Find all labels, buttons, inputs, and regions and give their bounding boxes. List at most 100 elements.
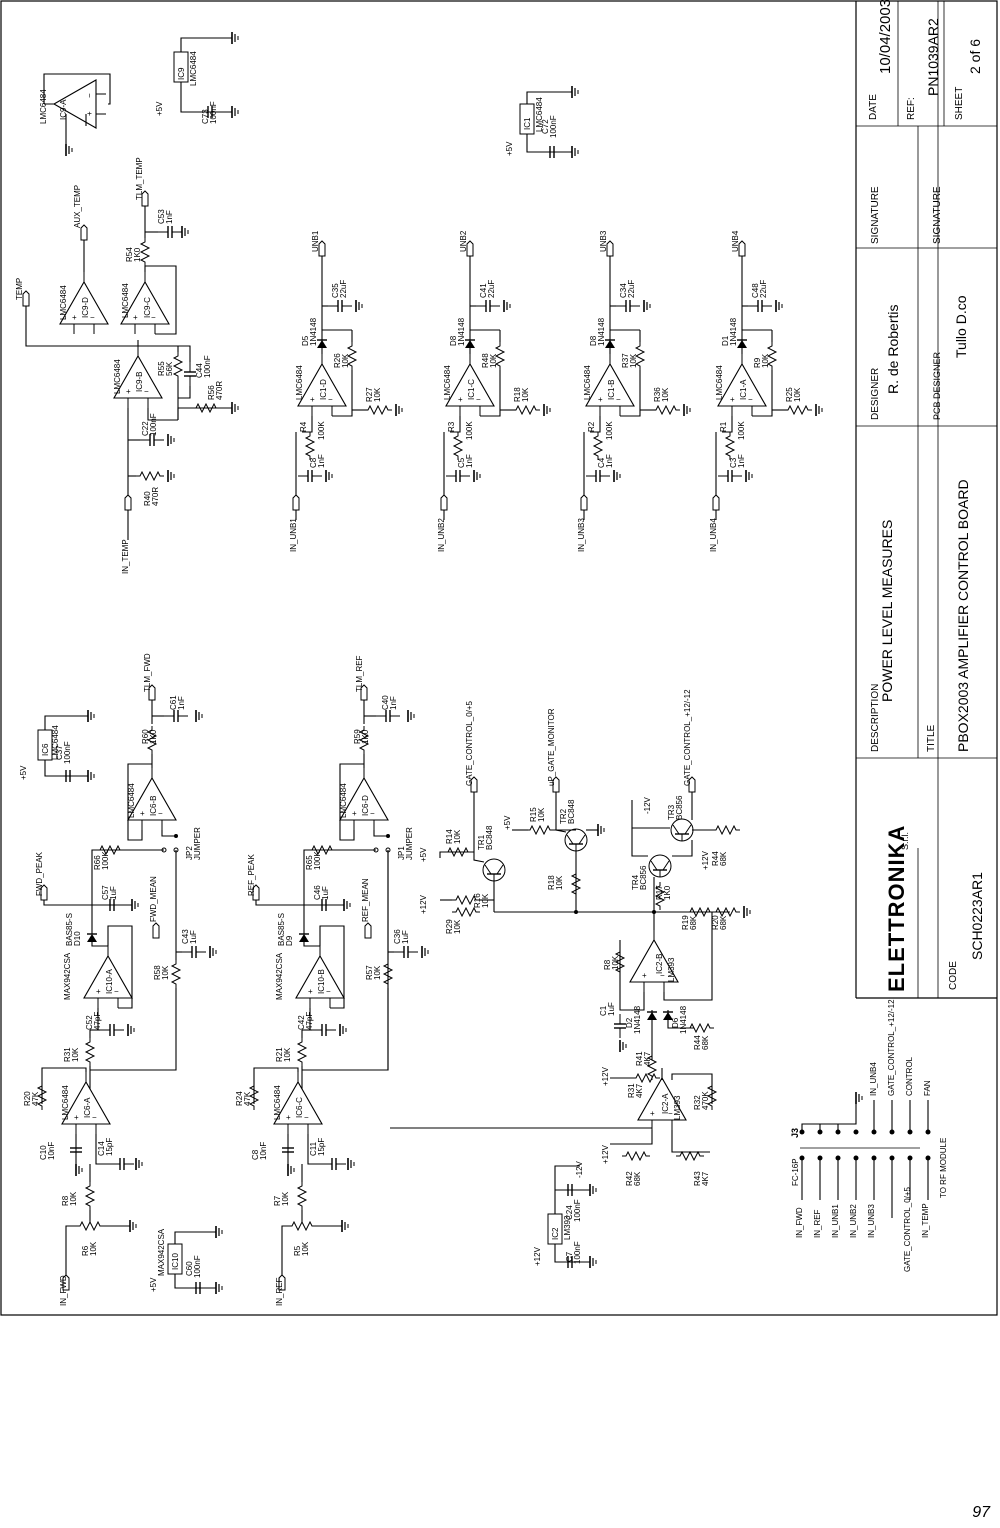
- svg-text:R60: R60: [141, 729, 150, 744]
- pin-in-unb1: IN_UNB1: [831, 1204, 840, 1238]
- svg-text:C60: C60: [185, 1261, 194, 1276]
- svg-text:+5V: +5V: [419, 847, 428, 862]
- svg-text:10K: 10K: [521, 387, 530, 402]
- svg-text:10K: 10K: [373, 387, 382, 402]
- svg-text:LMC6484: LMC6484: [51, 725, 60, 760]
- pin-in-unb3: IN_UNB3: [867, 1204, 876, 1238]
- svg-text:IC1: IC1: [523, 117, 532, 130]
- svg-text:D2: D2: [625, 1017, 634, 1028]
- svg-text:C8: C8: [309, 457, 318, 468]
- svg-text:1nF: 1nF: [317, 454, 326, 468]
- unb-channel-3: UNB3 LMC6484 IC1-B D8 1N4148 C34 22uF R3…: [577, 230, 691, 552]
- net-unb1: UNB1: [311, 230, 320, 252]
- svg-text:1N4148: 1N4148: [309, 317, 318, 346]
- svg-text:C57: C57: [101, 885, 110, 900]
- unb-channel-2: UNB2 LMC6484 IC1-C D8 1N4148 C41 22uF R4…: [437, 230, 551, 552]
- svg-text:C5: C5: [457, 457, 466, 468]
- drawing-frame: [0, 0, 998, 1316]
- net-temp: TEMP: [15, 278, 24, 300]
- svg-text:LMC6484: LMC6484: [273, 1085, 282, 1120]
- svg-text:10K: 10K: [537, 807, 546, 822]
- svg-text:10K: 10K: [555, 875, 564, 890]
- svg-text:100nF: 100nF: [209, 101, 218, 124]
- svg-text:1uF: 1uF: [401, 930, 410, 944]
- svg-text:JP2: JP2: [185, 846, 194, 860]
- svg-text:+5V: +5V: [155, 101, 164, 116]
- svg-text:+5V: +5V: [505, 141, 514, 156]
- page-number: 97: [972, 1504, 990, 1521]
- svg-text:C40: C40: [381, 695, 390, 710]
- svg-text:R58: R58: [153, 965, 162, 980]
- net-unb2: UNB2: [459, 230, 468, 252]
- svg-text:IC10-A: IC10-A: [105, 968, 114, 994]
- svg-text:R44: R44: [711, 851, 720, 866]
- svg-text:100nF: 100nF: [149, 413, 158, 436]
- svg-text:+12V: +12V: [601, 1066, 610, 1086]
- svg-text:100K: 100K: [605, 421, 614, 440]
- svg-text:C34: C34: [619, 283, 628, 298]
- net-in-temp: IN_TEMP: [121, 539, 130, 574]
- connector-j3: J3 FC-16P IN_FWD IN_REF IN_UNB1: [790, 999, 948, 1272]
- svg-text:1nF: 1nF: [177, 696, 186, 710]
- svg-text:1N4148: 1N4148: [457, 317, 466, 346]
- svg-text:+5V: +5V: [149, 1277, 158, 1292]
- svg-text:IC9-C: IC9-C: [143, 297, 152, 318]
- svg-text:R48: R48: [481, 353, 490, 368]
- svg-text:TR4: TR4: [631, 874, 640, 890]
- pin-in-ref: IN_REF: [813, 1209, 822, 1238]
- svg-text:C7: C7: [565, 1251, 574, 1262]
- svg-text:IC9-D: IC9-D: [81, 297, 90, 318]
- svg-text:10K: 10K: [489, 353, 498, 368]
- svg-text:LMC6484: LMC6484: [295, 365, 304, 400]
- svg-text:100nF: 100nF: [573, 1199, 582, 1222]
- svg-text:470K: 470K: [701, 1091, 710, 1110]
- svg-text:4K7: 4K7: [701, 1171, 710, 1186]
- svg-text:BC848: BC848: [567, 799, 576, 824]
- svg-text:100K: 100K: [317, 421, 326, 440]
- net-in-unb2: IN_UNB2: [437, 518, 446, 552]
- connector-type: FC-16P: [791, 1158, 800, 1186]
- net-ref-peak: REF_PEAK: [247, 854, 256, 896]
- unb-channel-1: UNB1 LMC6484 IC1-D D5 1N4148 C35 22uF R2…: [289, 230, 403, 552]
- svg-text:JUMPER: JUMPER: [405, 827, 414, 860]
- svg-text:IC1-B: IC1-B: [607, 380, 616, 400]
- svg-text:R37: R37: [621, 353, 630, 368]
- svg-text:BAS85-S: BAS85-S: [277, 913, 286, 946]
- svg-text:C22: C22: [141, 421, 150, 436]
- svg-text:R7: R7: [273, 1195, 282, 1206]
- svg-text:C73: C73: [201, 109, 210, 124]
- svg-text:10nF: 10nF: [47, 1142, 56, 1160]
- svg-text:MAX942CSA: MAX942CSA: [275, 952, 284, 1000]
- svg-text:4K7: 4K7: [643, 1051, 652, 1066]
- title-label: TITLE: [926, 724, 937, 752]
- svg-text:BC848: BC848: [485, 825, 494, 850]
- svg-text:-12V: -12V: [643, 796, 652, 814]
- net-up-gate-monitor: uP_GATE_MONITOR: [547, 708, 556, 786]
- svg-text:10K: 10K: [71, 1047, 80, 1062]
- pcb-designer-label: PCB DESIGNER: [932, 351, 942, 420]
- svg-text:100K: 100K: [465, 421, 474, 440]
- net-gate-control-1212: GATE_CONTROL_+12/-12: [683, 689, 692, 786]
- svg-text:R17: R17: [655, 885, 664, 900]
- company-logo: ELETTRONIKA S.r.l.: [884, 825, 910, 992]
- svg-text:R1: R1: [719, 421, 728, 432]
- net-in-unb1: IN_UNB1: [289, 518, 298, 552]
- net-in-ref: IN_REF: [275, 1277, 284, 1306]
- svg-text:C11: C11: [309, 1141, 318, 1156]
- pcb-designer-value: Tullo D.co: [953, 295, 969, 358]
- svg-text:LM393: LM393: [673, 1095, 682, 1120]
- svg-text:R21: R21: [275, 1047, 284, 1062]
- svg-text:100nF: 100nF: [193, 1255, 202, 1278]
- svg-text:R15: R15: [529, 807, 538, 822]
- svg-text:IC2-B: IC2-B: [655, 954, 664, 974]
- net-unb4: UNB4: [731, 230, 740, 252]
- svg-text:22uF: 22uF: [487, 280, 496, 298]
- svg-text:10K: 10K: [793, 387, 802, 402]
- ref-mean-link: [306, 850, 389, 1071]
- svg-text:IC10-B: IC10-B: [317, 969, 326, 994]
- net-in-fwd: IN_FWD: [59, 1275, 68, 1306]
- svg-text:IC9: IC9: [177, 67, 186, 80]
- svg-text:R40: R40: [143, 491, 152, 506]
- svg-text:C72: C72: [541, 119, 550, 134]
- svg-text:C4: C4: [597, 457, 606, 468]
